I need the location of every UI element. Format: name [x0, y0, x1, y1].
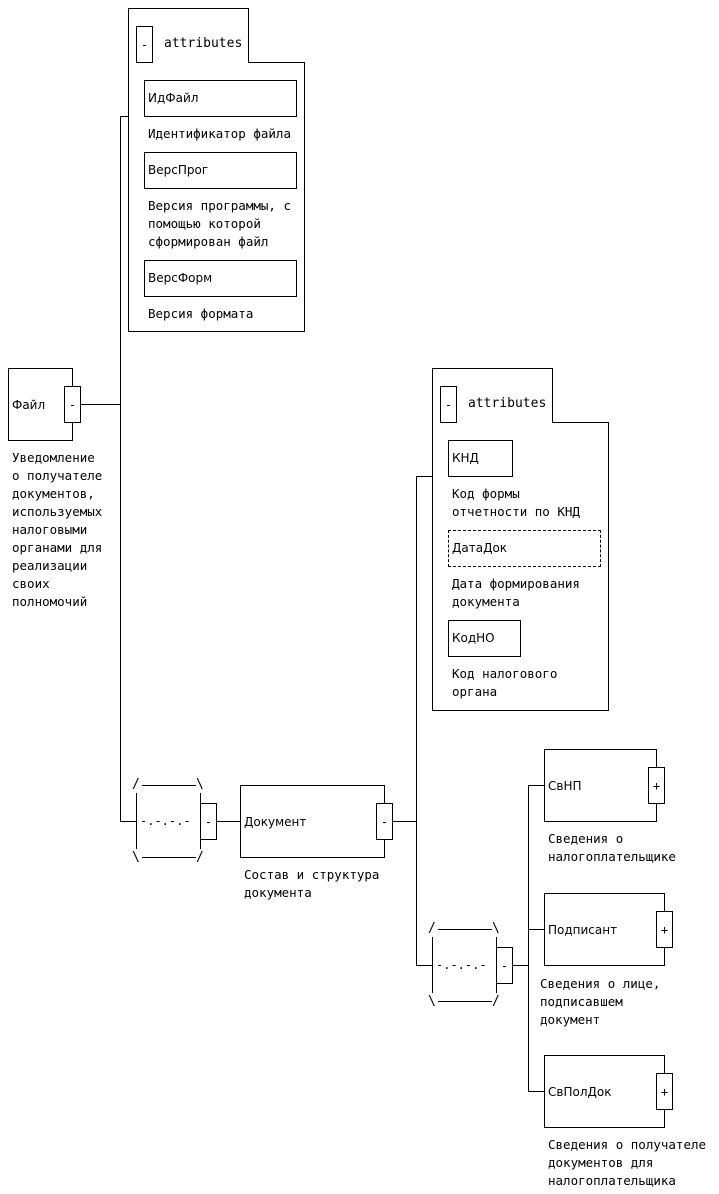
element-svpoldok-name: СвПолДок [548, 1085, 612, 1099]
connector-children-trunk [528, 785, 529, 1091]
connector-to-svpoldok [528, 1091, 544, 1092]
element-svpoldok[interactable]: СвПолДок [544, 1055, 665, 1128]
connector-to-sequence2 [416, 965, 432, 966]
attribute-versprog[interactable]: ВерсПрог [144, 152, 297, 189]
file-attributes-title: attributes [164, 36, 243, 51]
connector-document-to-tree [392, 821, 416, 822]
connector-to-doc-attributes [416, 476, 432, 477]
collapse-toggle-doc-attributes[interactable]: - [440, 386, 457, 423]
connector-file-trunk [120, 116, 121, 822]
element-file[interactable]: Файл [8, 368, 73, 441]
attribute-versform-doc: Версия формата [148, 306, 254, 321]
seq2-left-line [432, 937, 433, 993]
seq1-top-line [142, 785, 196, 786]
seq1-corner-tl: / [132, 777, 140, 792]
seq2-corner-bl: \ [428, 994, 436, 1009]
connector-seq2-to-children [512, 965, 528, 966]
expand-toggle-svnp[interactable]: + [648, 767, 665, 804]
collapse-toggle-sequence1[interactable]: - [200, 803, 217, 840]
attribute-versprog-doc: Версия программы, с помощью которой сфор… [148, 198, 291, 249]
seq1-corner-bl: \ [132, 850, 140, 865]
seq2-corner-br: / [492, 994, 500, 1009]
expand-toggle-svpoldok[interactable]: + [656, 1073, 673, 1110]
element-file-doc: Уведомление о получателе документов, исп… [12, 450, 103, 609]
attribute-kodno[interactable]: КодНО [448, 620, 521, 657]
attribute-kodno-doc: Код налогового органа [452, 666, 558, 699]
doc-attributes-title: attributes [468, 396, 547, 411]
element-document[interactable]: Документ [240, 785, 385, 858]
attribute-datadok[interactable]: ДатаДок [448, 530, 601, 567]
collapse-toggle-document[interactable]: - [376, 803, 393, 840]
attribute-versprog-name: ВерсПрог [148, 163, 209, 177]
seq1-corner-tr: \ [196, 777, 204, 792]
sequence-compositor-1[interactable]: / \ \ / -.-.-.- [132, 778, 208, 866]
connector-file-to-tree [80, 404, 120, 405]
sequence-compositor-2[interactable]: / \ \ / -.-.-.- [428, 922, 504, 1010]
attribute-versform-name: ВерсФорм [148, 271, 213, 285]
attribute-knd-name: КНД [452, 451, 479, 465]
attribute-datadok-doc: Дата формирования документа [452, 576, 580, 609]
collapse-toggle-file-attributes[interactable]: - [136, 26, 153, 63]
collapse-toggle-sequence2[interactable]: - [496, 947, 513, 984]
attribute-kodno-name: КодНО [452, 631, 495, 645]
attribute-datadok-name: ДатаДок [452, 541, 508, 555]
connector-to-sequence1 [120, 821, 136, 822]
seq1-dots: -.-.-.- [140, 814, 191, 828]
seq1-left-line [136, 793, 137, 849]
attribute-idfile-name: ИдФайл [148, 91, 199, 105]
attribute-versform[interactable]: ВерсФорм [144, 260, 297, 297]
connector-to-podpisant [528, 929, 544, 930]
connector-to-svnp [528, 785, 544, 786]
element-podpisant-doc: Сведения о лице, подписавшем документ [540, 976, 661, 1027]
seq2-corner-tl: / [428, 921, 436, 936]
collapse-toggle-file[interactable]: - [64, 386, 81, 423]
element-svnp[interactable]: СвНП [544, 749, 657, 822]
element-podpisant[interactable]: Подписант [544, 893, 665, 966]
element-file-name: Файл [12, 398, 46, 412]
element-document-name: Документ [244, 815, 307, 829]
connector-seq1-to-document [216, 821, 240, 822]
expand-toggle-podpisant[interactable]: + [656, 911, 673, 948]
element-svpoldok-doc: Сведения о получателе документов для нал… [548, 1137, 707, 1188]
attribute-idfile-doc: Идентификатор файла [148, 126, 291, 141]
element-document-doc: Состав и структура документа [244, 867, 380, 900]
seq1-bottom-line [142, 857, 196, 858]
connector-to-file-attributes [120, 116, 128, 117]
element-podpisant-name: Подписант [548, 923, 618, 937]
attribute-knd-doc: Код формы отчетности по КНД [452, 486, 580, 519]
seq2-corner-tr: \ [492, 921, 500, 936]
connector-document-trunk [416, 476, 417, 965]
seq2-bottom-line [438, 1001, 492, 1002]
attribute-knd[interactable]: КНД [448, 440, 513, 477]
seq1-corner-br: / [196, 850, 204, 865]
element-svnp-doc: Сведения о налогоплательщике [548, 831, 676, 864]
attribute-idfile[interactable]: ИдФайл [144, 80, 297, 117]
element-svnp-name: СвНП [548, 779, 582, 793]
seq2-top-line [438, 929, 492, 930]
seq2-dots: -.-.-.- [436, 958, 487, 972]
